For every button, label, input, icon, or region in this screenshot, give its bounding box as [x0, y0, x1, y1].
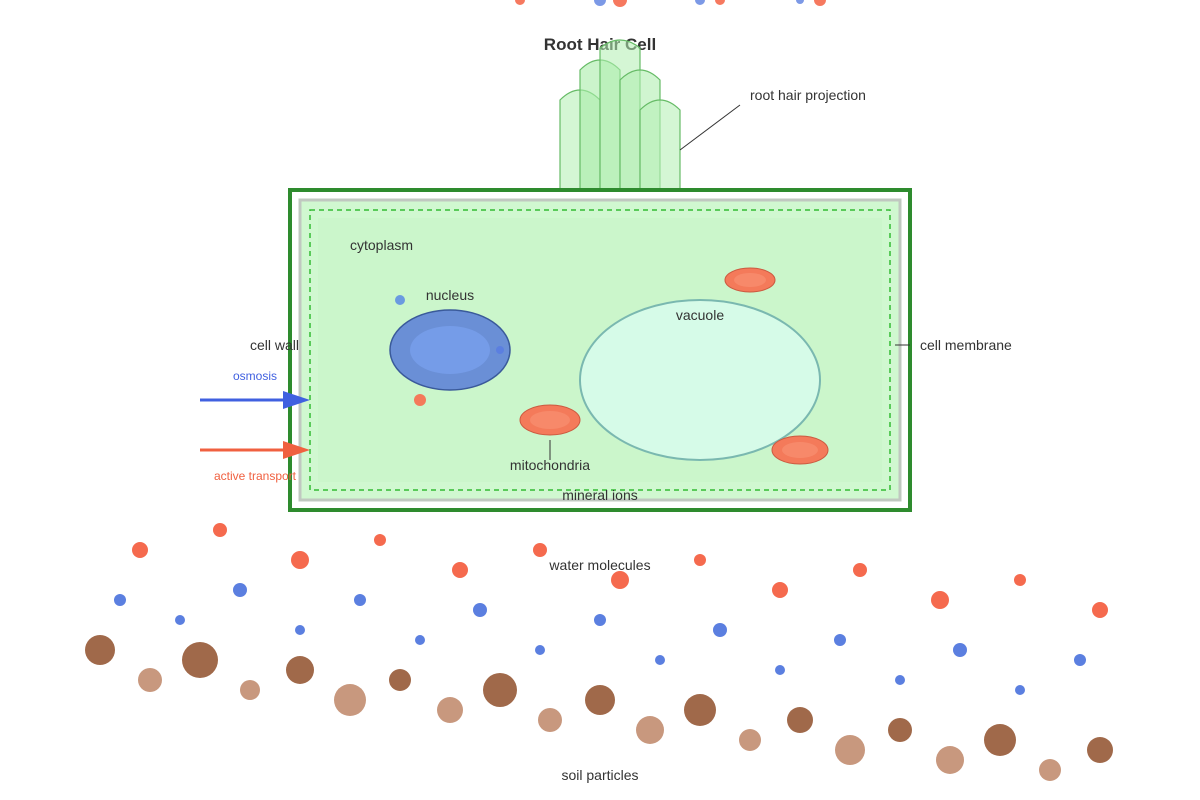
ion-dot	[374, 534, 386, 546]
soil-particle	[286, 656, 314, 684]
soil-particle	[85, 635, 115, 665]
ion-dot	[1092, 602, 1108, 618]
ion-dot	[132, 542, 148, 558]
water-molecules-group	[114, 583, 1086, 695]
vacuole-label: vacuole	[676, 307, 724, 323]
soil-particle	[984, 724, 1016, 756]
ion-dot	[515, 0, 525, 5]
water-dot	[713, 623, 727, 637]
ion-dot	[613, 0, 627, 7]
mitochondrion	[771, 435, 829, 465]
root-hair-label: root hair projection	[750, 87, 866, 103]
water-dot	[594, 614, 606, 626]
cell-membrane	[309, 209, 891, 491]
soil-particle	[585, 685, 615, 715]
water-dot	[895, 675, 905, 685]
soil-particle	[240, 680, 260, 700]
mitochondrion	[724, 267, 776, 293]
mineral-ions-group	[132, 523, 1108, 618]
water-dot	[695, 0, 705, 5]
ion-dot	[414, 394, 426, 406]
soil-particle	[684, 694, 716, 726]
soil-particle	[835, 735, 865, 765]
water-dot	[775, 665, 785, 675]
water-dot	[1074, 654, 1086, 666]
water-dot	[535, 645, 545, 655]
active-transport-arrow-head	[283, 441, 310, 459]
water-dot	[594, 0, 606, 6]
soil-particle	[1087, 737, 1113, 763]
soil-particle	[389, 669, 411, 691]
soil-particle	[888, 718, 912, 742]
soil-particle	[437, 697, 463, 723]
ion-dot	[213, 523, 227, 537]
root-hair-projection	[559, 39, 681, 201]
water-dot	[655, 655, 665, 665]
soil-particle	[936, 746, 964, 774]
water-dot	[415, 635, 425, 645]
water-dot	[395, 295, 405, 305]
soil-particle	[787, 707, 813, 733]
ion-dot	[452, 562, 468, 578]
mitochondrion-inner	[734, 273, 766, 287]
soil-particle	[182, 642, 218, 678]
water-molecules-label: water molecules	[548, 557, 650, 573]
soil-particle	[1039, 759, 1061, 781]
osmosis-label: osmosis	[233, 369, 277, 383]
soil-particle	[138, 668, 162, 692]
water-dot	[175, 615, 185, 625]
water-dot	[496, 346, 504, 354]
ion-dot	[533, 543, 547, 557]
cytoplasm-label: cytoplasm	[350, 237, 413, 253]
ion-dot	[814, 0, 826, 6]
water-dot	[233, 583, 247, 597]
soil-particles-group	[85, 635, 1113, 781]
nucleus-label: nucleus	[426, 287, 474, 303]
ion-dot	[694, 554, 706, 566]
cell-membrane-label: cell membrane	[920, 337, 1012, 353]
water-dot	[295, 625, 305, 635]
ion-dot	[853, 563, 867, 577]
active-transport-label: active transport	[214, 469, 297, 483]
water-dot	[473, 603, 487, 617]
water-dot	[1015, 685, 1025, 695]
ion-dot	[772, 582, 788, 598]
root-hair-lobe	[639, 99, 681, 201]
water-dot	[953, 643, 967, 657]
mitochondria-label: mitochondria	[510, 457, 590, 473]
mitochondrion-inner	[782, 442, 818, 458]
osmosis-arrow-head	[283, 391, 310, 409]
water-dot	[354, 594, 366, 606]
root-hair-leader	[679, 104, 741, 151]
soil-particle	[483, 673, 517, 707]
mineral-ions-label: mineral ions	[562, 487, 637, 503]
ion-dot	[931, 591, 949, 609]
ion-dot	[1014, 574, 1026, 586]
vacuole	[579, 299, 821, 461]
water-dot	[834, 634, 846, 646]
ion-dot	[611, 571, 629, 589]
ion-dot	[715, 0, 725, 5]
water-dot	[114, 594, 126, 606]
soil-particle	[739, 729, 761, 751]
nucleolus	[410, 326, 490, 374]
water-dot	[796, 0, 804, 4]
soil-particle	[334, 684, 366, 716]
ion-dot	[291, 551, 309, 569]
mitochondrion-inner	[530, 411, 570, 429]
soil-particles-label: soil particles	[561, 767, 638, 783]
cell-wall-label: cell wall	[250, 337, 299, 353]
top-particles	[515, 0, 826, 7]
soil-particle	[538, 708, 562, 732]
soil-particle	[636, 716, 664, 744]
mitochondrion	[519, 404, 581, 436]
